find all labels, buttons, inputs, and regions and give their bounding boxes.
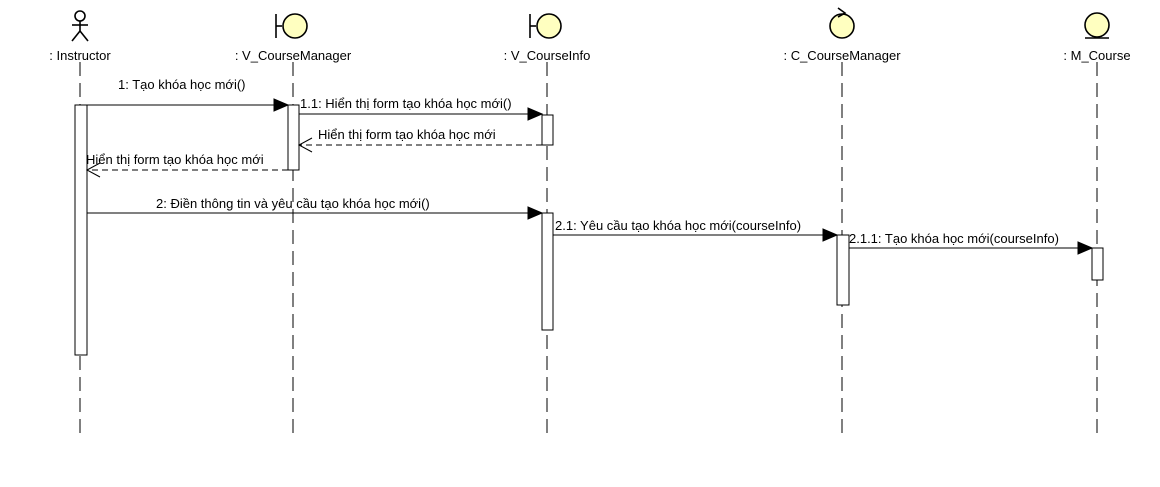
actor-icon — [71, 10, 89, 42]
participant-name-instructor: : Instructor — [49, 48, 111, 63]
arrowhead-icon — [1077, 241, 1094, 255]
open-arrowhead-icon — [85, 162, 101, 178]
arrowhead-icon — [527, 107, 544, 121]
arrowhead-icon — [273, 98, 290, 112]
arrowhead-icon — [822, 228, 839, 242]
activation-v-courseinfo-1 — [541, 114, 554, 146]
message-label: 2: Điền thông tin và yêu cầu tạo khóa họ… — [156, 196, 430, 211]
message-label: 2.1.1: Tạo khóa học mới(courseInfo) — [849, 231, 1059, 246]
activation-instructor — [74, 104, 88, 356]
activation-v-courseinfo-2 — [541, 212, 554, 331]
activation-m-course — [1091, 247, 1104, 281]
control-icon — [829, 7, 855, 39]
return-label: Hiển thị form tạo khóa học mới — [86, 152, 264, 167]
participant-name-m-course: : M_Course — [1063, 48, 1130, 63]
boundary-icon — [275, 13, 308, 39]
arrowhead-icon — [527, 206, 544, 220]
participant-name-v-coursemanager: : V_CourseManager — [235, 48, 352, 63]
message-label: 1: Tạo khóa học mới() — [118, 77, 246, 92]
return-label: Hiển thị form tạo khóa học mới — [318, 127, 496, 142]
open-arrowhead-icon — [297, 137, 313, 153]
message-label: 1.1: Hiển thị form tạo khóa học mới() — [300, 96, 512, 111]
entity-icon — [1084, 12, 1110, 39]
message-label: 2.1: Yêu cầu tạo khóa học mới(courseInfo… — [555, 218, 801, 233]
participant-name-c-coursemanager: : C_CourseManager — [783, 48, 901, 63]
participant-name-v-courseinfo: : V_CourseInfo — [504, 48, 591, 63]
activation-c-coursemanager — [836, 234, 850, 306]
boundary-icon — [529, 13, 562, 39]
activation-v-coursemanager — [287, 104, 300, 171]
